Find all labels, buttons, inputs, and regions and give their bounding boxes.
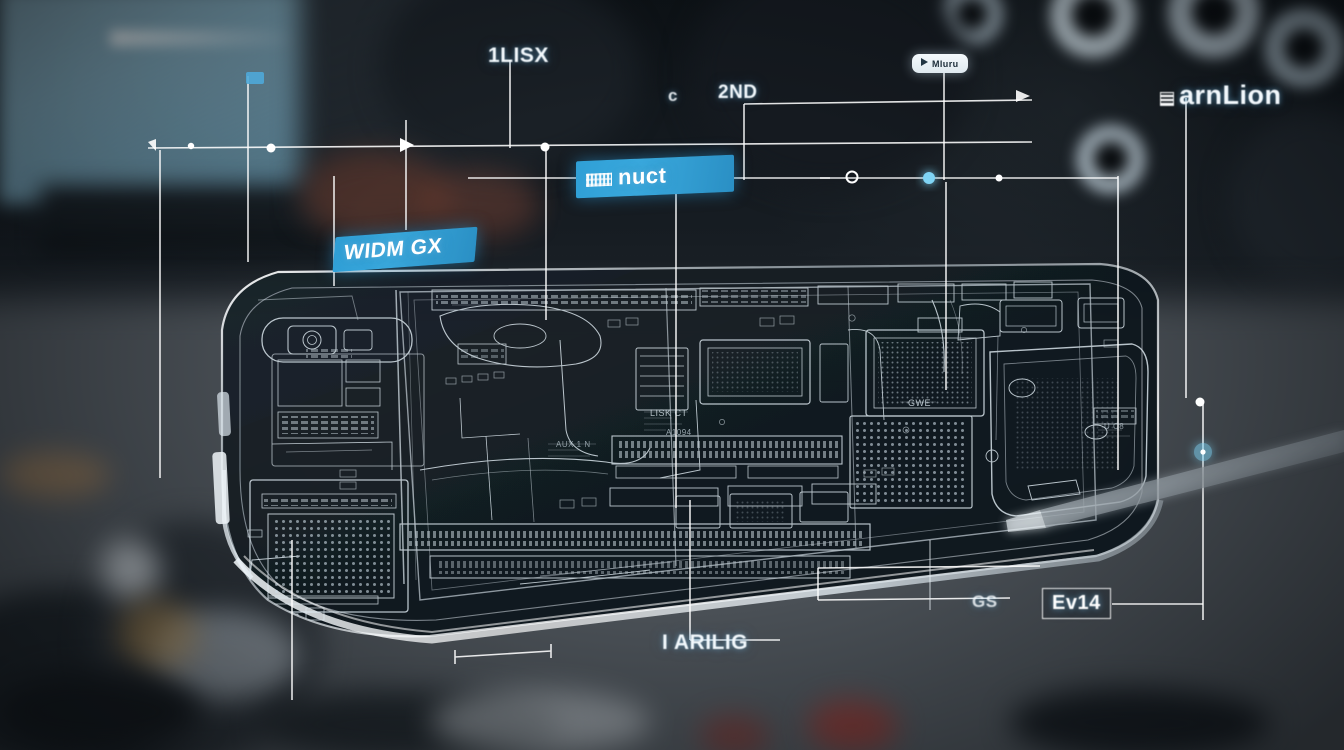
label-top-right-pill[interactable]: Mluru xyxy=(912,54,968,73)
label-far-right[interactable]: arnLion xyxy=(1160,80,1282,111)
barcode-glyph-icon xyxy=(586,172,612,187)
label-bottom-arilig[interactable]: I ARILIG xyxy=(662,631,749,654)
label-blue-widmgx-text: WIDM GX xyxy=(343,234,444,265)
label-far-right-text: arnLion xyxy=(1179,80,1282,110)
label-top-right-pill-text: Mluru xyxy=(932,59,959,69)
label-boxed-ev14[interactable]: Ev14 xyxy=(1042,588,1111,619)
label-blue-nuct[interactable]: nuct xyxy=(576,154,734,199)
label-top-mid-2nd[interactable]: 2ND xyxy=(718,82,758,103)
label-top-mid-c: c xyxy=(668,86,678,105)
label-bottom-gs: GS xyxy=(972,592,998,611)
label-top-left[interactable]: 1LISX xyxy=(488,44,549,67)
label-blue-nuct-text: nuct xyxy=(618,162,667,190)
chip-glyph-icon xyxy=(1160,92,1174,106)
arrow-glyph-icon xyxy=(921,58,928,66)
